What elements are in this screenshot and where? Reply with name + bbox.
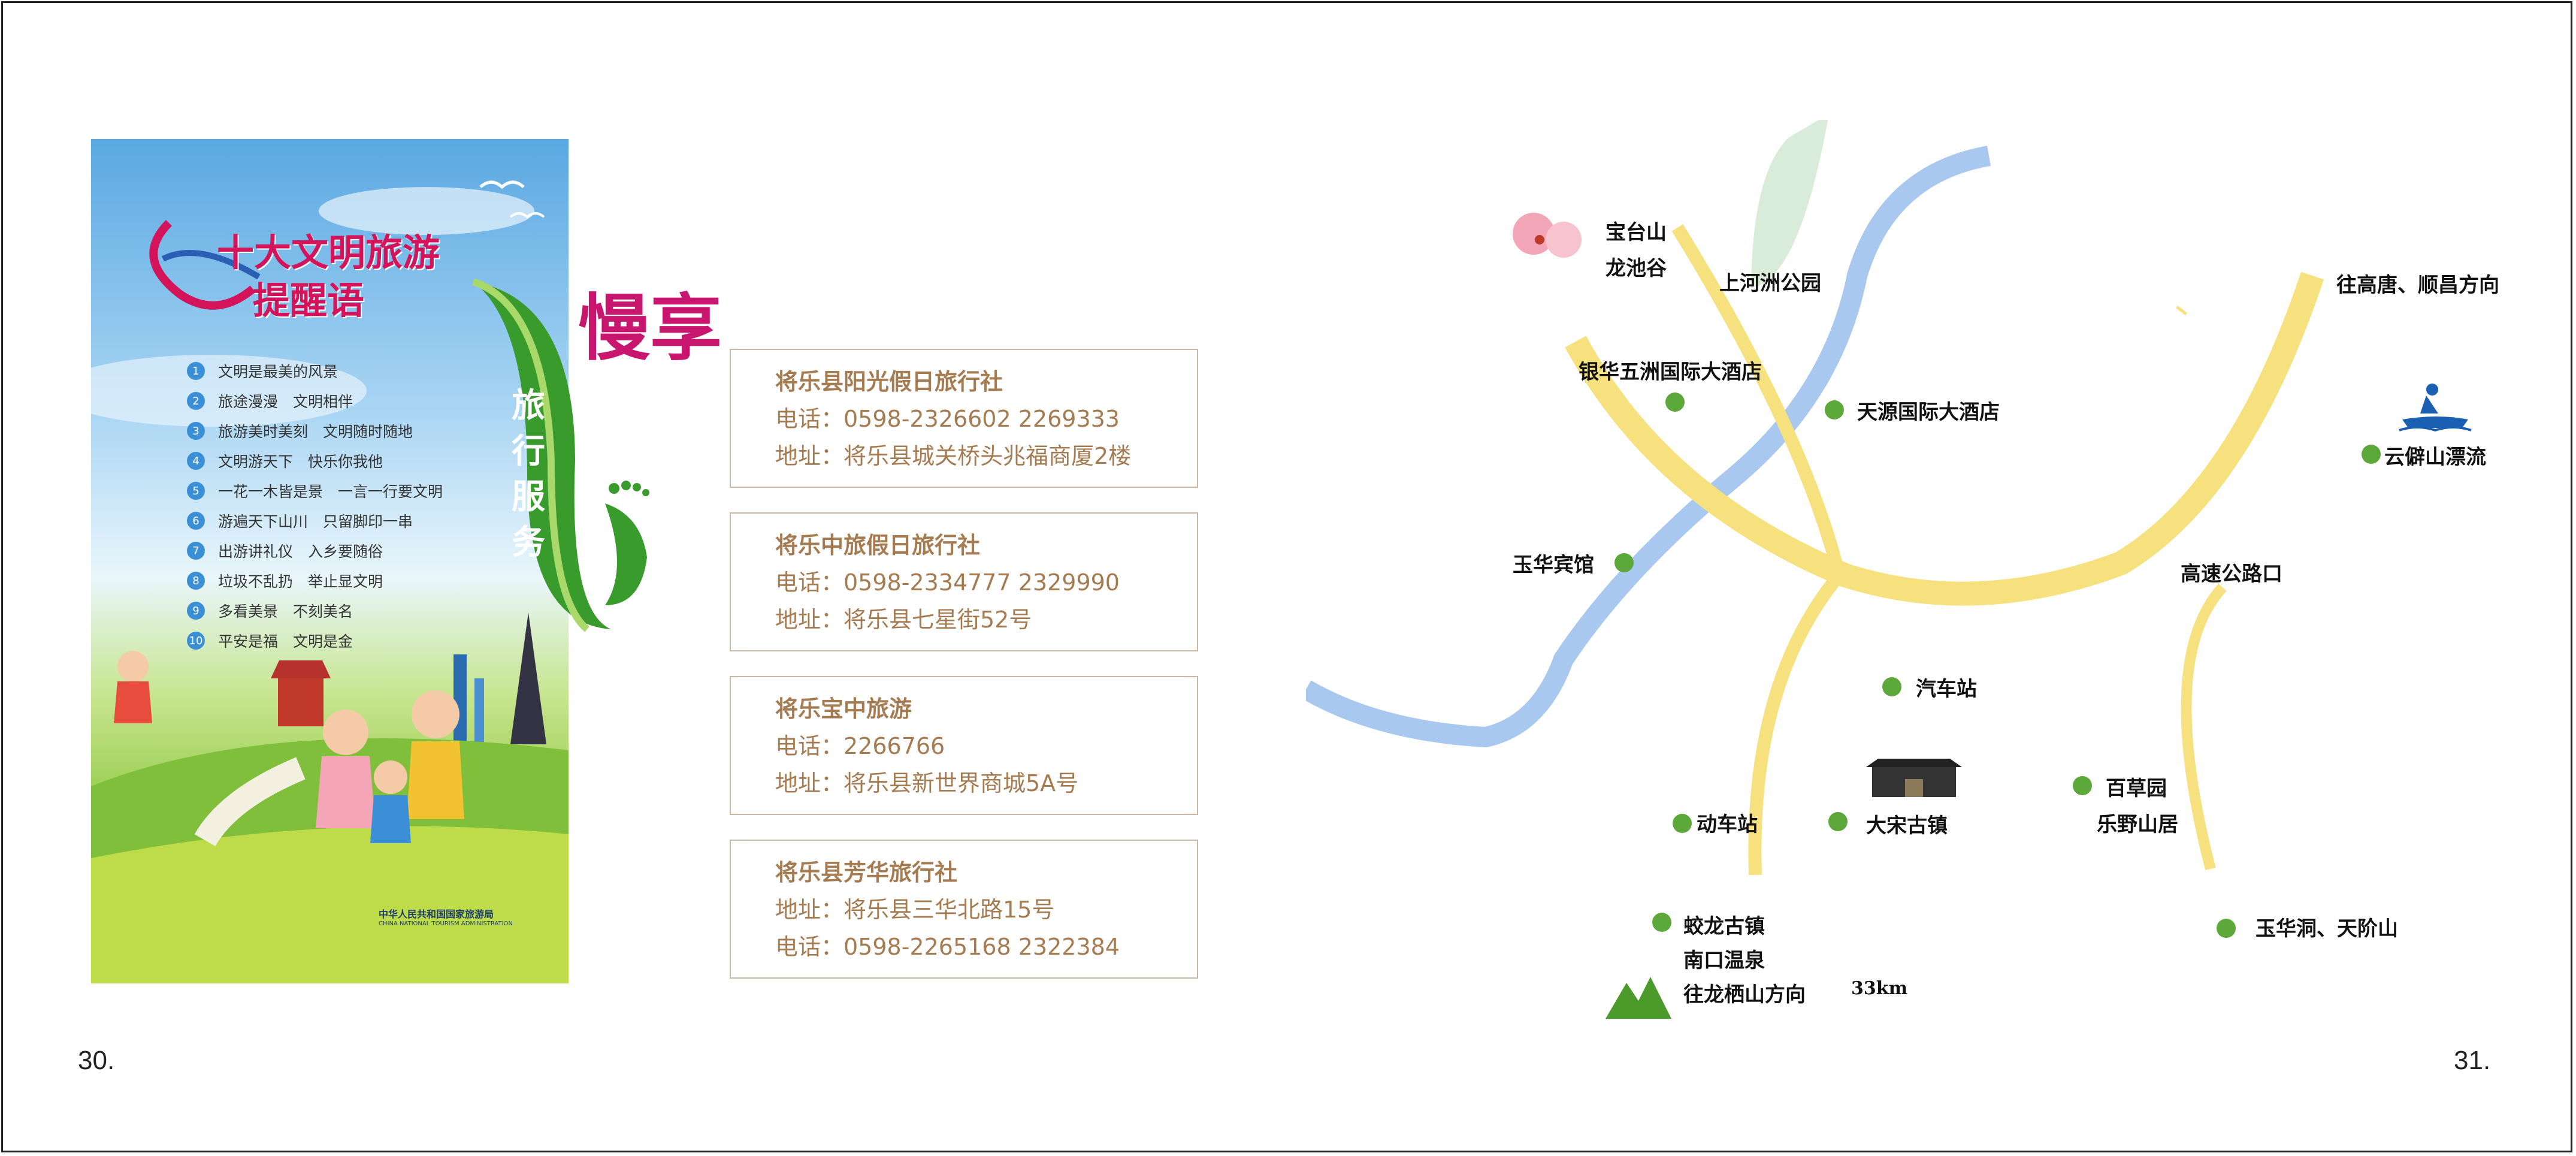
tip-number: 8	[187, 572, 205, 590]
label-baicao-1: 百草园	[2106, 777, 2167, 801]
tip-text: 游遍天下山川 只留脚印一串	[218, 513, 413, 530]
label-longchigu: 龙池谷	[1606, 256, 1667, 280]
label-train: 动车站	[1697, 813, 1758, 837]
agency-box: 将乐县芳华旅行社地址：将乐县三华北路15号电话：0598-2265168 232…	[730, 840, 1198, 979]
label-yunqi: 云僻山漂流	[2384, 445, 2486, 469]
label-jiaolong-1: 蛟龙古镇	[1683, 914, 1765, 938]
map-roads-rivers	[1306, 120, 2324, 876]
label-jiaolong-2: 南口温泉	[1683, 949, 1765, 973]
tip-item: 10 平安是福 文明是金	[187, 626, 443, 656]
label-highway: 高速公路口	[2181, 562, 2282, 586]
agency-line-2: 地址：将乐县新世界商城5A号	[775, 770, 1079, 796]
agency-line-1: 电话：0598-2334777 2329990	[775, 569, 1120, 596]
page-number-left: 30.	[78, 1046, 115, 1075]
tip-text: 文明是最美的风景	[218, 363, 338, 381]
label-bus: 汽车站	[1916, 677, 1977, 701]
agency-name: 将乐中旅假日旅行社	[775, 532, 981, 559]
civilized-travel-poster: 十大文明旅游 提醒语 1 文明是最美的风景 2 旅途漫漫 文明相伴 3 旅游美时美刻 文明…	[91, 139, 569, 983]
tip-text: 垃圾不乱扔 举止显文明	[218, 573, 383, 590]
poster-illustration	[91, 180, 569, 983]
dot-tianyuan	[1825, 400, 1844, 419]
label-yuhuadong: 玉华洞、天阶山	[2255, 917, 2398, 941]
admin-cn: 中华人民共和国国家旅游局	[379, 908, 494, 920]
poster-title-line1: 十大文明旅游	[217, 231, 440, 274]
dot-baicao	[2073, 776, 2092, 795]
agency-line-2: 地址：将乐县七星街52号	[775, 606, 1032, 633]
tourism-administration: 中华人民共和国国家旅游局 CHINA NATIONAL TOURISM ADMI…	[379, 906, 513, 927]
rafting-icon	[2399, 384, 2472, 431]
dot-yuhua-hotel	[1614, 553, 1634, 572]
tip-item: 4 文明游天下 快乐你我他	[187, 446, 443, 476]
tip-item: 6 游遍天下山川 只留脚印一串	[187, 506, 443, 536]
tip-item: 7 出游讲礼仪 入乡要随俗	[187, 536, 443, 566]
label-yuhua-hotel: 玉华宾馆	[1513, 553, 1594, 577]
tip-text: 一花一木皆是景 一言一行要文明	[218, 483, 443, 500]
page-number-right: 31.	[2454, 1046, 2491, 1075]
mountain-icon	[1606, 977, 1671, 1019]
agency-name: 将乐宝中旅游	[775, 696, 912, 722]
label-tianyuan: 天源国际大酒店	[1857, 400, 2000, 424]
dot-jiaolong	[1652, 913, 1671, 932]
flower-icon	[1513, 213, 1582, 258]
tip-number: 10	[187, 632, 205, 650]
tip-number: 9	[187, 602, 205, 620]
tip-item: 9 多看美景 不刻美名	[187, 596, 443, 626]
tip-number: 4	[187, 452, 205, 470]
tip-text: 文明游天下 快乐你我他	[218, 453, 383, 470]
agency-name: 将乐县芳华旅行社	[775, 859, 958, 886]
tips-list: 1 文明是最美的风景 2 旅途漫漫 文明相伴 3 旅游美时美刻 文明随时随地 4 文明游天下 …	[187, 356, 443, 656]
tip-number: 5	[187, 482, 205, 500]
label-distance: 33km	[1851, 978, 1908, 999]
ancient-town-gate-icon	[1866, 759, 1962, 797]
tip-text: 出游讲礼仪 入乡要随俗	[218, 543, 383, 560]
dot-yunqi	[2362, 445, 2381, 464]
dot-dasong	[1828, 812, 1848, 831]
agency-box: 将乐宝中旅游电话：2266766 地址：将乐县新世界商城5A号	[730, 676, 1198, 815]
tip-number: 1	[187, 362, 205, 380]
banner-title: 慢享	[578, 286, 722, 370]
agency-name: 将乐县阳光假日旅行社	[775, 369, 1003, 395]
tip-item: 3 旅游美时美刻 文明随时随地	[187, 416, 443, 446]
dot-yinhua	[1665, 393, 1685, 412]
tip-number: 3	[187, 422, 205, 440]
tip-number: 7	[187, 542, 205, 560]
tip-item: 2 旅途漫漫 文明相伴	[187, 386, 443, 416]
tip-number: 2	[187, 392, 205, 410]
agency-line-1: 地址：将乐县三华北路15号	[775, 897, 1055, 923]
tip-text: 平安是福 文明是金	[218, 633, 353, 650]
label-dasong: 大宋古镇	[1866, 814, 1948, 838]
label-gaotang: 往高唐、顺昌方向	[2336, 273, 2499, 297]
agency-box: 将乐中旅假日旅行社电话：0598-2334777 2329990 地址：将乐县七星…	[730, 512, 1198, 651]
agency-line-1: 电话：0598-2326602 2269333	[775, 406, 1120, 432]
banner-subtitle: 旅行服务	[512, 387, 545, 562]
agency-line-2: 地址：将乐县城关桥头兆福商厦2楼	[775, 443, 1132, 469]
tip-item: 8 垃圾不乱扔 举止显文明	[187, 566, 443, 596]
label-shanghezhou: 上河洲公园	[1719, 271, 1821, 295]
label-baicao-2: 乐野山居	[2097, 813, 2178, 837]
tip-text: 旅游美时美刻 文明随时随地	[218, 423, 413, 440]
poster-title: 十大文明旅游 提醒语	[217, 229, 440, 325]
label-yinhua: 银华五洲国际大酒店	[1579, 360, 1762, 384]
label-baotaishan: 宝台山	[1606, 221, 1667, 245]
tip-item: 5 一花一木皆是景 一言一行要文明	[187, 476, 443, 506]
agency-line-1: 电话：2266766	[775, 733, 945, 759]
tip-text: 旅途漫漫 文明相伴	[218, 393, 353, 411]
agency-line-2: 电话：0598-2265168 2322384	[775, 934, 1120, 960]
green-leaf-banner	[472, 278, 649, 632]
dot-bus	[1882, 677, 1901, 696]
tip-text: 多看美景 不刻美名	[218, 603, 353, 620]
poster-title-line2: 提醒语	[253, 279, 365, 322]
admin-en: CHINA NATIONAL TOURISM ADMINISTRATION	[379, 920, 513, 927]
tip-item: 1 文明是最美的风景	[187, 356, 443, 386]
label-longqi: 往龙栖山方向	[1683, 983, 1806, 1007]
tip-number: 6	[187, 512, 205, 530]
agency-box: 将乐县阳光假日旅行社电话：0598-2326602 2269333 地址：将乐县城…	[730, 349, 1198, 488]
dot-yuhuadong	[2217, 919, 2236, 938]
dot-train	[1673, 814, 1692, 833]
